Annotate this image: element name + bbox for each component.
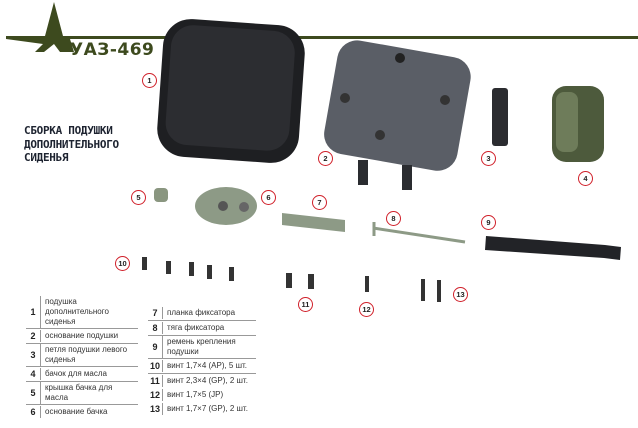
table-row: 2 основание подушки: [26, 329, 138, 344]
callout-9: 9: [481, 215, 496, 230]
page-title: СБОРКА ПОДУШКИ ДОПОЛНИТЕЛЬНОГО СИДЕНЬЯ: [24, 124, 119, 165]
parts-table-left: 1 подушка дополнительного сиденья 2 основа…: [26, 296, 138, 419]
part-tank-base: [195, 187, 257, 225]
callout-6: 6: [261, 190, 276, 205]
part-number: 3: [30, 350, 36, 360]
part-name: винт 1,7×5 (JP): [162, 389, 227, 401]
table-row: 5 крышка бачка для масла: [26, 382, 138, 405]
part-number: 1: [30, 307, 36, 317]
callout-4: 4: [578, 171, 593, 186]
part-number: 13: [149, 404, 160, 414]
part-name: ремень крепления подушки: [162, 336, 249, 358]
part-name: винт 1,7×4 (AP), 5 шт.: [162, 360, 251, 372]
part-number: 4: [30, 369, 36, 379]
table-row: 3 петля подушки левого сиденья: [26, 344, 138, 367]
part-number: 7: [152, 308, 158, 318]
part-number: 5: [30, 388, 36, 398]
part-number: 12: [149, 390, 160, 400]
part-name: тяга фиксатора: [162, 322, 228, 334]
part-name: петля подушки левого сиденья: [40, 344, 137, 366]
part-hinge: [492, 88, 508, 146]
part-name: винт 2,3×4 (GP), 2 шт.: [162, 375, 252, 387]
part-name: основание бачка: [40, 406, 111, 418]
callout-5: 5: [131, 190, 146, 205]
callout-7: 7: [312, 195, 327, 210]
callout-1: 1: [142, 73, 157, 88]
table-row: 1 подушка дополнительного сиденья: [26, 296, 138, 329]
part-tank-cap: [154, 188, 168, 202]
title-line: СИДЕНЬЯ: [24, 151, 69, 164]
callout-13: 13: [453, 287, 468, 302]
part-name: планка фиксатора: [162, 307, 239, 319]
part-number: 8: [152, 323, 158, 333]
title-line: ДОПОЛНИТЕЛЬНОГО: [24, 137, 119, 151]
screws: [142, 257, 441, 302]
callout-10: 10: [115, 256, 130, 271]
table-row: 8 тяга фиксатора: [148, 321, 256, 336]
part-number: 6: [30, 407, 36, 417]
callout-2: 2: [318, 151, 333, 166]
callout-12: 12: [359, 302, 374, 317]
part-strap: [485, 236, 621, 260]
logo-text: УАЗ-469: [70, 40, 155, 60]
logo-star-line: [6, 2, 638, 52]
part-cushion: [157, 19, 305, 163]
part-latch-rod: [372, 222, 466, 244]
part-cushion-base: [324, 40, 471, 190]
table-row: 4 бачок для масла: [26, 367, 138, 382]
part-number: 11: [150, 376, 160, 386]
part-name: крышка бачка для масла: [40, 382, 129, 404]
part-latch-bar: [282, 213, 345, 232]
part-name: бачок для масла: [40, 368, 111, 380]
callout-11: 11: [298, 297, 313, 312]
part-number: 10: [149, 361, 160, 371]
table-row: 7 планка фиксатора: [148, 306, 256, 321]
parts-table-right: 7 планка фиксатора 8 тяга фиксатора 9 ремен…: [148, 306, 256, 416]
part-name: винт 1,7×7 (GP), 2 шт.: [162, 403, 252, 415]
part-name: основание подушки: [40, 330, 122, 342]
table-row: 6 основание бачка: [26, 405, 138, 419]
callout-8: 8: [386, 211, 401, 226]
table-row: 9 ремень крепления подушки: [148, 336, 256, 359]
title-line: СБОРКА ПОДУШКИ: [24, 124, 113, 137]
part-number: 2: [30, 331, 36, 341]
part-name: подушка дополнительного сиденья: [40, 296, 127, 328]
part-oil-tank: [552, 86, 604, 162]
callout-3: 3: [481, 151, 496, 166]
part-number: 9: [152, 342, 158, 352]
